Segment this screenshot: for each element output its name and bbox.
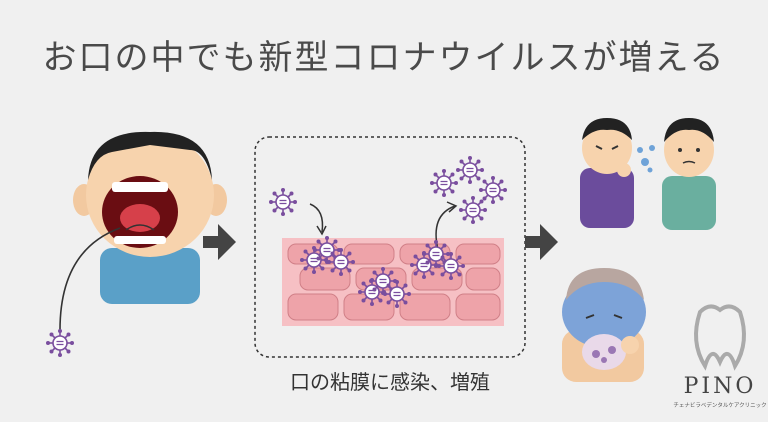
right-arrow-icon bbox=[203, 224, 236, 260]
logo-name: PINO bbox=[683, 374, 757, 399]
mucosa-panel bbox=[254, 136, 526, 358]
pino-logo-tooth bbox=[694, 304, 746, 371]
page-title: お口の中でも新型コロナウイルスが増える bbox=[42, 38, 726, 78]
spray-droplets bbox=[637, 145, 655, 173]
virus-icon bbox=[45, 328, 75, 358]
caption: 口の粘膜に感染、増殖 bbox=[290, 370, 490, 394]
logo-subtitle: チェナビラベデンタルケアクリニック bbox=[673, 403, 767, 409]
elderly-sick-man-figure bbox=[562, 268, 646, 382]
neighbor-man-figure bbox=[662, 118, 716, 230]
right-arrow-icon bbox=[525, 224, 558, 260]
coughing-man-figure bbox=[580, 118, 634, 228]
boy-open-mouth-figure bbox=[59, 131, 227, 331]
